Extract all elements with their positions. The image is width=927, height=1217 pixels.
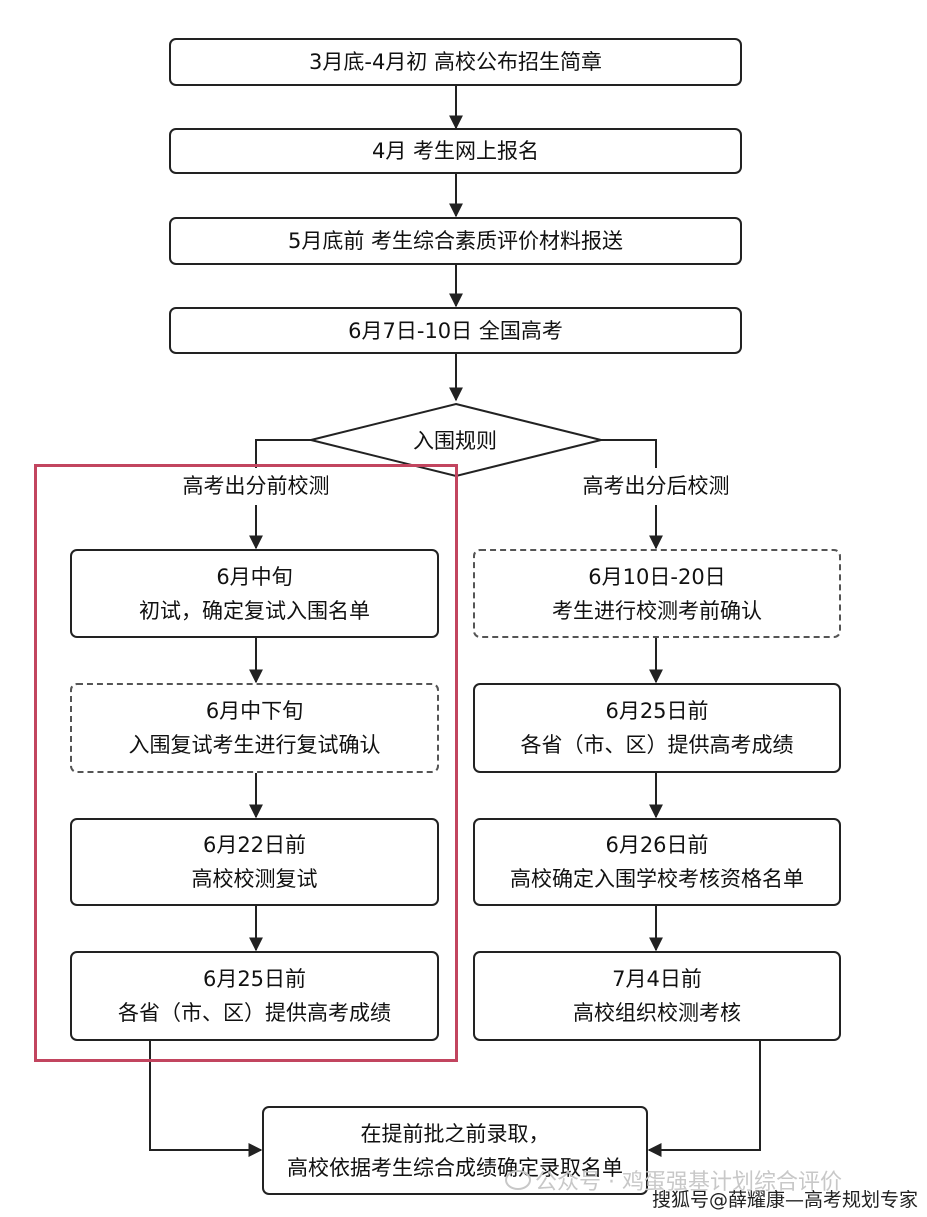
wechat-logo-icon xyxy=(505,1170,531,1190)
step-registration-text: 4月 考生网上报名 xyxy=(371,139,540,163)
step-gaokao: 6月7日-10日 全国高考 xyxy=(169,307,742,354)
left-step-3-desc: 高校校测复试 xyxy=(191,867,318,891)
final-step-line1: 在提前批之前录取， xyxy=(360,1121,550,1146)
right-step-3-date: 6月26日前 xyxy=(605,833,709,857)
right-branch-label: 高考出分后校测 xyxy=(582,474,730,498)
step-materials-text: 5月底前 考生综合素质评价材料报送 xyxy=(287,229,624,253)
watermark-wechat: 公众号 · 鸡蛋强基计划综合评价 xyxy=(535,1170,842,1195)
left-step-3: 6月22日前 高校校测复试 xyxy=(70,818,439,906)
right-step-2-date: 6月25日前 xyxy=(605,699,709,723)
pre-score-highlight-frame xyxy=(34,464,458,1062)
final-step: 在提前批之前录取， 高校依据考生综合成绩确定录取名单 xyxy=(262,1106,648,1195)
right-step-1: 6月10日-20日 考生进行校测考前确认 xyxy=(473,549,841,638)
watermark-sohu: 搜狐号@薛耀康—高考规划专家 xyxy=(652,1189,919,1211)
left-step-4: 6月25日前 各省（市、区）提供高考成绩 xyxy=(70,951,439,1041)
left-step-1: 6月中旬 初试，确定复试入围名单 xyxy=(70,549,439,638)
left-step-1-date: 6月中旬 xyxy=(216,564,293,589)
left-step-3-date: 6月22日前 xyxy=(202,833,307,857)
right-step-4: 7月4日前 高校组织校测考核 xyxy=(473,951,841,1041)
right-step-1-date: 6月10日-20日 xyxy=(588,564,726,589)
left-step-2-desc: 入围复试考生进行复试确认 xyxy=(128,733,381,757)
right-step-1-desc: 考生进行校测考前确认 xyxy=(552,598,762,623)
left-step-2: 6月中下旬 入围复试考生进行复试确认 xyxy=(70,683,439,773)
right-step-3: 6月26日前 高校确定入围学校考核资格名单 xyxy=(473,818,841,906)
left-step-4-date: 6月25日前 xyxy=(202,967,307,991)
right-step-2-desc: 各省（市、区）提供高考成绩 xyxy=(520,733,794,757)
left-branch-label: 高考出分前校测 xyxy=(182,474,330,498)
step-materials: 5月底前 考生综合素质评价材料报送 xyxy=(169,217,742,265)
step-registration: 4月 考生网上报名 xyxy=(169,128,742,174)
right-step-2: 6月25日前 各省（市、区）提供高考成绩 xyxy=(473,683,841,773)
decision-label: 入围规则 xyxy=(413,429,497,453)
right-step-3-desc: 高校确定入围学校考核资格名单 xyxy=(510,867,804,891)
step-brochure-text: 3月底-4月初 高校公布招生简章 xyxy=(309,50,602,74)
final-step-line2: 高校依据考生综合成绩确定录取名单 xyxy=(287,1155,623,1180)
step-gaokao-text: 6月7日-10日 全国高考 xyxy=(348,318,563,343)
right-step-4-date: 7月4日前 xyxy=(612,967,702,991)
step-brochure: 3月底-4月初 高校公布招生简章 xyxy=(169,38,742,86)
left-step-2-date: 6月中下旬 xyxy=(205,699,304,723)
left-step-4-desc: 各省（市、区）提供高考成绩 xyxy=(118,1001,391,1025)
left-step-1-desc: 初试，确定复试入围名单 xyxy=(139,598,370,623)
right-step-4-desc: 高校组织校测考核 xyxy=(573,1001,741,1025)
